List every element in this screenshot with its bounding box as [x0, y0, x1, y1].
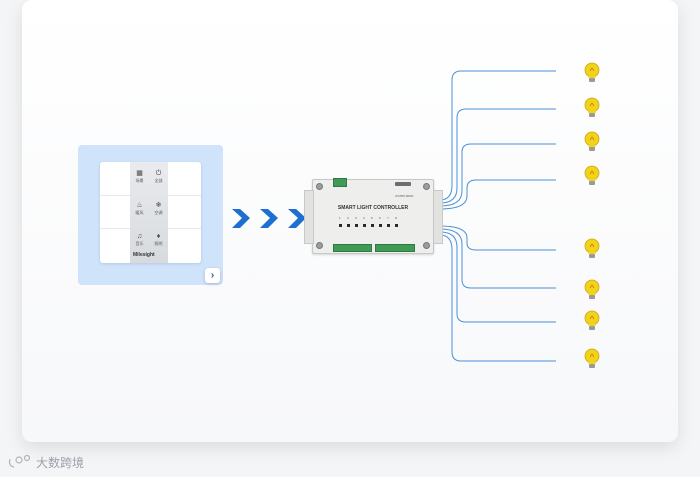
- model-label: WS558-868M: [395, 194, 414, 198]
- heater-button[interactable]: ♨ 暖风: [130, 202, 149, 220]
- antenna-port: [395, 182, 411, 186]
- controller-left-mount: [304, 190, 314, 244]
- watermark-text: 大数跨境: [36, 456, 85, 470]
- output-terminal: [375, 244, 415, 252]
- channel-label: 4: [363, 216, 365, 220]
- light-bulb-icon: [584, 62, 600, 82]
- screw: [316, 183, 323, 190]
- channel-label: 6: [379, 216, 381, 220]
- light-bulb-icon: [584, 165, 600, 185]
- light-bulb-icon: [584, 238, 600, 258]
- channel-led: [363, 224, 366, 227]
- channel-label: 8: [395, 216, 397, 220]
- switch-panel-highlight: ▦ 场景 ⏻ 全部 ♨ 暖风 ❄ 空调 ♫ 音乐 ♦ 照明: [78, 145, 223, 285]
- channel-label: 3: [355, 216, 357, 220]
- input-terminal: [333, 244, 372, 252]
- screw: [423, 242, 430, 249]
- light-bulb-icon: [584, 97, 600, 117]
- flow-arrows: [232, 209, 306, 228]
- arrow-icon: [288, 209, 306, 228]
- bulb-group: [584, 62, 600, 368]
- fire-icon: ♨: [136, 202, 143, 209]
- scene-button[interactable]: ▦ 场景: [130, 170, 149, 188]
- controller-right-mount: [433, 190, 443, 244]
- light-bulb-icon: [584, 279, 600, 299]
- channel-led: [347, 224, 350, 227]
- channel-led: [395, 224, 398, 227]
- light-label: 照明: [154, 241, 163, 246]
- light-bulb-icon: [584, 131, 600, 151]
- grid-icon: ▦: [136, 170, 143, 177]
- arrow-icon: [260, 209, 278, 228]
- bulb-icon: ♦: [156, 233, 161, 240]
- music-label: 音乐: [135, 241, 144, 246]
- channel-label: 7: [387, 216, 389, 220]
- arrow-icon: [232, 209, 250, 228]
- screw: [423, 183, 430, 190]
- smart-light-controller: WS558-868M SMART LIGHT CONTROLLER 1 2 3 …: [304, 178, 443, 254]
- all-label: 全部: [154, 178, 163, 183]
- light-bulb-icon: [584, 348, 600, 368]
- button-strip: ▦ 场景 ⏻ 全部 ♨ 暖风 ❄ 空调 ♫ 音乐 ♦ 照明: [130, 162, 168, 263]
- heater-label: 暖风: [135, 210, 144, 215]
- music-icon: ♫: [136, 233, 143, 240]
- wire-bundle: [439, 70, 556, 362]
- ac-label: 空调: [154, 210, 163, 215]
- channel-label: 1: [339, 216, 341, 220]
- watermark-logo: [8, 454, 31, 468]
- channel-label: 5: [371, 216, 373, 220]
- all-button[interactable]: ⏻ 全部: [149, 170, 168, 188]
- channel-label: 2: [347, 216, 349, 220]
- expand-button[interactable]: ›: [205, 268, 220, 283]
- channel-led: [387, 224, 390, 227]
- light-bulb-icon: [584, 310, 600, 330]
- power-icon: ⏻: [155, 170, 162, 177]
- channel-led: [355, 224, 358, 227]
- power-terminal: [333, 178, 347, 187]
- screw: [316, 242, 323, 249]
- channel-led: [371, 224, 374, 227]
- music-button[interactable]: ♫ 音乐: [130, 233, 149, 251]
- light-button[interactable]: ♦ 照明: [149, 233, 168, 251]
- controller-title: SMART LIGHT CONTROLLER: [337, 205, 409, 211]
- brand-logo: Milesight: [133, 252, 155, 258]
- scene-label: 场景: [135, 178, 144, 183]
- snowflake-icon: ❄: [155, 202, 162, 209]
- ac-button[interactable]: ❄ 空调: [149, 202, 168, 220]
- switch-panel: ▦ 场景 ⏻ 全部 ♨ 暖风 ❄ 空调 ♫ 音乐 ♦ 照明: [100, 162, 201, 263]
- channel-led: [379, 224, 382, 227]
- channel-led: [339, 224, 342, 227]
